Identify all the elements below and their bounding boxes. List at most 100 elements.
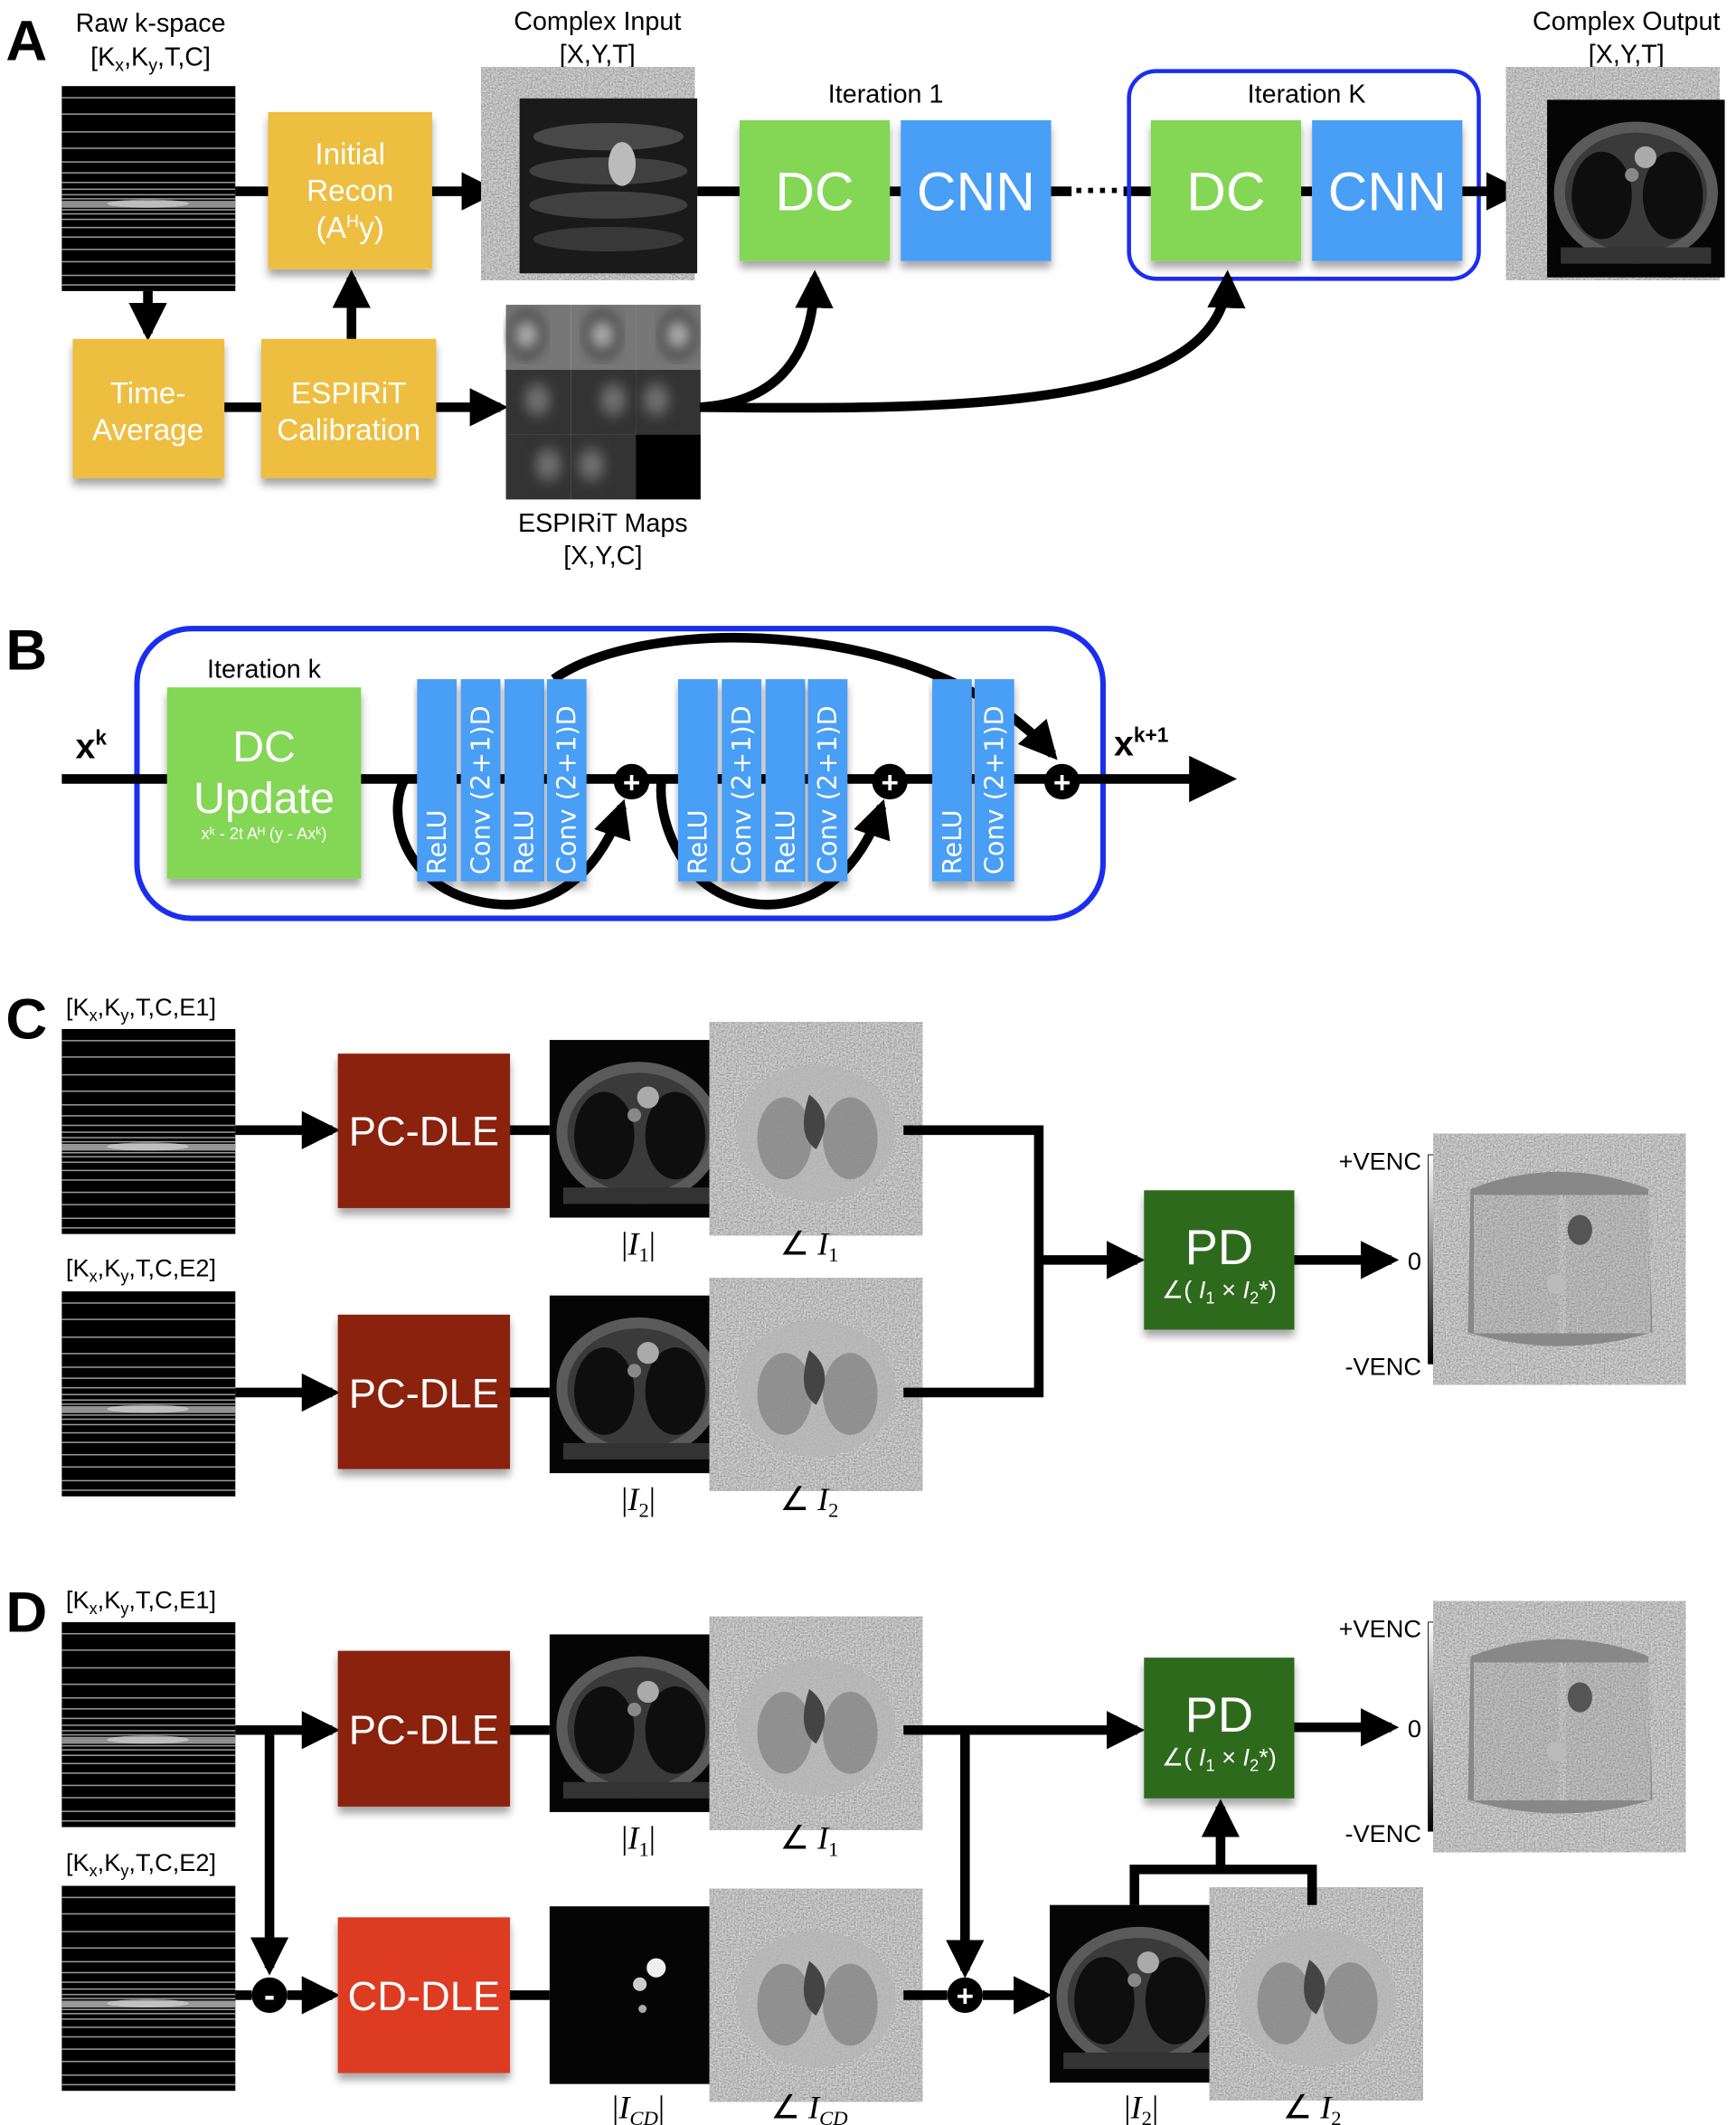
cnn-layer — [807, 679, 848, 882]
initial-recon-label: Initial — [315, 137, 385, 171]
dc-update-label: DC — [232, 722, 296, 771]
minus-node: - — [251, 1977, 288, 2014]
panel-label-c: C — [5, 988, 47, 1052]
raw-kspace-dims: [Kx,Ky,T,C] — [90, 43, 211, 76]
phase-1-label: ∠ I1 — [780, 1225, 839, 1266]
kspace-line — [61, 274, 236, 277]
initial-recon-label: Recon — [307, 175, 393, 208]
kspace-line — [61, 1453, 236, 1456]
phase-1-image — [727, 1040, 904, 1217]
kspace-line — [61, 1784, 236, 1787]
cnn-layer-label: ReLU — [509, 809, 540, 874]
kspace-line — [61, 1169, 236, 1172]
kspace-line — [61, 1998, 236, 1999]
complex-output-image — [1524, 84, 1725, 278]
skip-connection-1 — [392, 776, 631, 910]
kspace-line — [61, 260, 236, 263]
dc-update-box — [166, 687, 362, 879]
kspace-line — [61, 226, 236, 229]
phase-2-image — [1227, 1905, 1404, 2082]
kspace-e1-image — [61, 1621, 236, 1828]
kspace-line — [61, 1386, 236, 1389]
svg-text:+: + — [957, 1980, 974, 2014]
pd-formula: ∠( I1 × I2*) — [1162, 1276, 1277, 1308]
complex-input-image — [498, 84, 698, 274]
cnn-layer-label: Conv (2+1)D — [726, 705, 757, 874]
iteration-1-cnn-label: CNN — [917, 161, 1035, 222]
kspace-line — [61, 1896, 236, 1899]
kspace-line — [61, 1947, 236, 1950]
kspace-line — [61, 1772, 236, 1774]
cnn-layer — [546, 679, 587, 882]
kspace-line — [61, 1730, 236, 1732]
kspace-line — [61, 2008, 236, 2011]
cnn-layer-label: Conv (2+1)D — [812, 705, 843, 874]
iteration-k-cnn-label: CNN — [1328, 161, 1447, 222]
espirit-map-blob — [582, 310, 622, 360]
cnn-layer-label: ReLU — [769, 809, 800, 874]
x-k-plus-1-label: xk+1 — [1114, 723, 1168, 764]
iteration-1-dc-label: DC — [775, 161, 854, 222]
espirit-maps-image — [505, 305, 701, 500]
kspace-line — [61, 1073, 236, 1076]
kspace-line — [61, 1683, 236, 1686]
magnitude-cd-label: |ICD| — [612, 2089, 665, 2125]
espirit-map-blob — [593, 374, 633, 425]
kspace-e2-dims: [Kx,Ky,T,C,E2] — [66, 1848, 216, 1880]
phase-2-label: ∠ I2 — [1283, 2089, 1342, 2125]
iteration-k-cnn-box — [1312, 119, 1463, 261]
pc-dle-box — [337, 1650, 511, 1807]
cnn-layer — [932, 679, 972, 882]
kspace-image — [61, 86, 236, 291]
espirit-map-blob — [529, 439, 568, 490]
magnitude-1-label: |I1| — [621, 1820, 656, 1861]
kspace-line — [61, 236, 236, 238]
kspace-center — [107, 1735, 189, 1744]
espirit-map-blob — [637, 374, 675, 425]
kspace-e1-image — [61, 1028, 236, 1234]
complex-output-title: Complex Output — [1533, 7, 1720, 36]
kspace-line — [61, 1993, 236, 1996]
kspace-center — [107, 199, 189, 208]
magnitude-2-image — [1049, 1904, 1228, 2083]
espirit-map-blob — [518, 374, 557, 425]
kspace-line — [61, 218, 236, 221]
iteration-1-title: Iteration 1 — [828, 80, 944, 109]
kspace-line — [61, 2060, 236, 2063]
magnitude-2-label: |I2| — [1124, 2089, 1158, 2125]
kspace-line — [61, 1131, 236, 1133]
kspace-line — [61, 1414, 236, 1416]
kspace-line — [61, 2074, 236, 2076]
colorbar-mid-label: 0 — [1408, 1247, 1421, 1275]
cnn-layer-label: ReLU — [683, 809, 713, 874]
iteration-k-dc-label: DC — [1186, 161, 1265, 222]
kspace-line — [61, 2035, 236, 2038]
kspace-center — [107, 1404, 189, 1413]
kspace-line — [61, 284, 236, 286]
magnitude-cd-image — [549, 1906, 728, 2084]
kspace-line — [61, 1124, 236, 1127]
kspace-line — [61, 1418, 236, 1421]
kspace-line — [61, 1191, 236, 1194]
pc-dle-box — [337, 1314, 511, 1469]
kspace-line — [61, 1912, 236, 1915]
kspace-line — [61, 113, 236, 115]
kspace-center — [107, 1142, 189, 1151]
kspace-line — [61, 1733, 236, 1736]
cnn-layer — [765, 679, 806, 882]
kspace-line — [61, 1318, 236, 1320]
iteration-1-dc-box — [739, 119, 891, 261]
kspace-line — [61, 1754, 236, 1756]
colorbar-max-label: +VENC — [1339, 1614, 1421, 1642]
cd-dle-box — [337, 1917, 511, 2073]
iteration-1-cnn-box — [901, 119, 1052, 261]
kspace-line — [61, 1744, 236, 1747]
kspace-line — [61, 97, 236, 99]
pc-dle-label: PC-DLE — [349, 1108, 499, 1154]
kspace-line — [61, 1366, 236, 1368]
cnn-layer-label: ReLU — [421, 809, 452, 874]
kspace-line — [61, 2018, 236, 2020]
maps-to-dck-arrow — [700, 269, 1246, 413]
pd-label: PD — [1185, 1220, 1254, 1275]
